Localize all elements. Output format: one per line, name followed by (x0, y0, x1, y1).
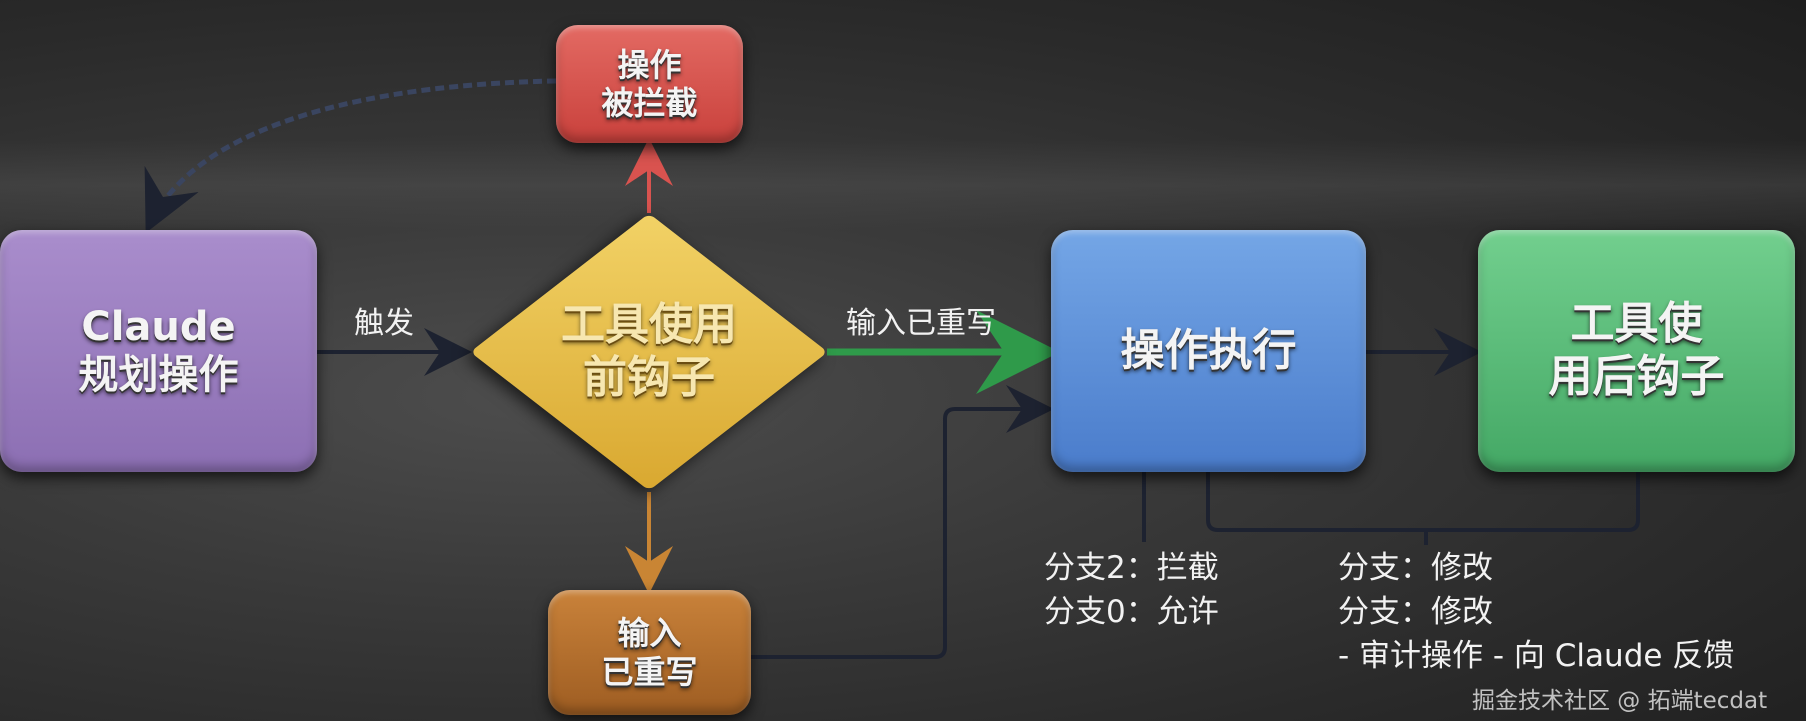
node-blocked: 操作 被拦截 (556, 25, 743, 143)
node-rewritten: 输入 已重写 (548, 590, 751, 715)
branch-note: - 审计操作 - 向 Claude 反馈 (1338, 638, 1735, 674)
arrow-rewritten-to-execute (751, 385, 1054, 659)
node-claude-plan-line2: 规划操作 (78, 352, 239, 398)
node-rewritten-line1: 输入 (617, 614, 682, 653)
node-claude-plan: Claude 规划操作 (0, 230, 317, 472)
node-post-hook-line1: 工具使 (1570, 298, 1703, 350)
node-blocked-line1: 操作 (617, 45, 682, 84)
node-execute: 操作执行 (1051, 230, 1366, 472)
branch-note: 分支0：允许 (1044, 594, 1219, 630)
watermark: 掘金技术社区 @ 拓端tecdat (1472, 688, 1768, 714)
edge-label-rewritten: 输入已重写 (846, 306, 996, 341)
node-pre-hook: 工具使用 前钩子 (520, 290, 778, 414)
branch-note: 分支：修改 (1338, 550, 1493, 586)
node-post-hook: 工具使 用后钩子 (1478, 230, 1795, 472)
node-pre-hook-line2: 前钩子 (583, 352, 715, 403)
background-blur (0, 140, 1806, 230)
branch-note: 分支：修改 (1338, 594, 1493, 630)
branch-notes-left: 分支2：拦截 分支0：允许 (1044, 546, 1219, 634)
edge-label-trigger: 触发 (354, 306, 414, 341)
node-execute-line1: 操作执行 (1120, 324, 1297, 376)
node-post-hook-line2: 用后钩子 (1548, 351, 1725, 402)
node-pre-hook-line1: 工具使用 (561, 299, 737, 351)
branch-notes-right: 分支：修改 分支：修改 - 审计操作 - 向 Claude 反馈 (1338, 546, 1734, 678)
node-rewritten-line2: 已重写 (601, 652, 698, 691)
branch-bracket (1206, 472, 1640, 545)
node-blocked-line2: 被拦截 (601, 84, 698, 122)
branch-note: 分支2：拦截 (1044, 550, 1219, 586)
arrow-feedback-dashed (144, 78, 557, 234)
node-claude-plan-line1: Claude (81, 304, 236, 350)
